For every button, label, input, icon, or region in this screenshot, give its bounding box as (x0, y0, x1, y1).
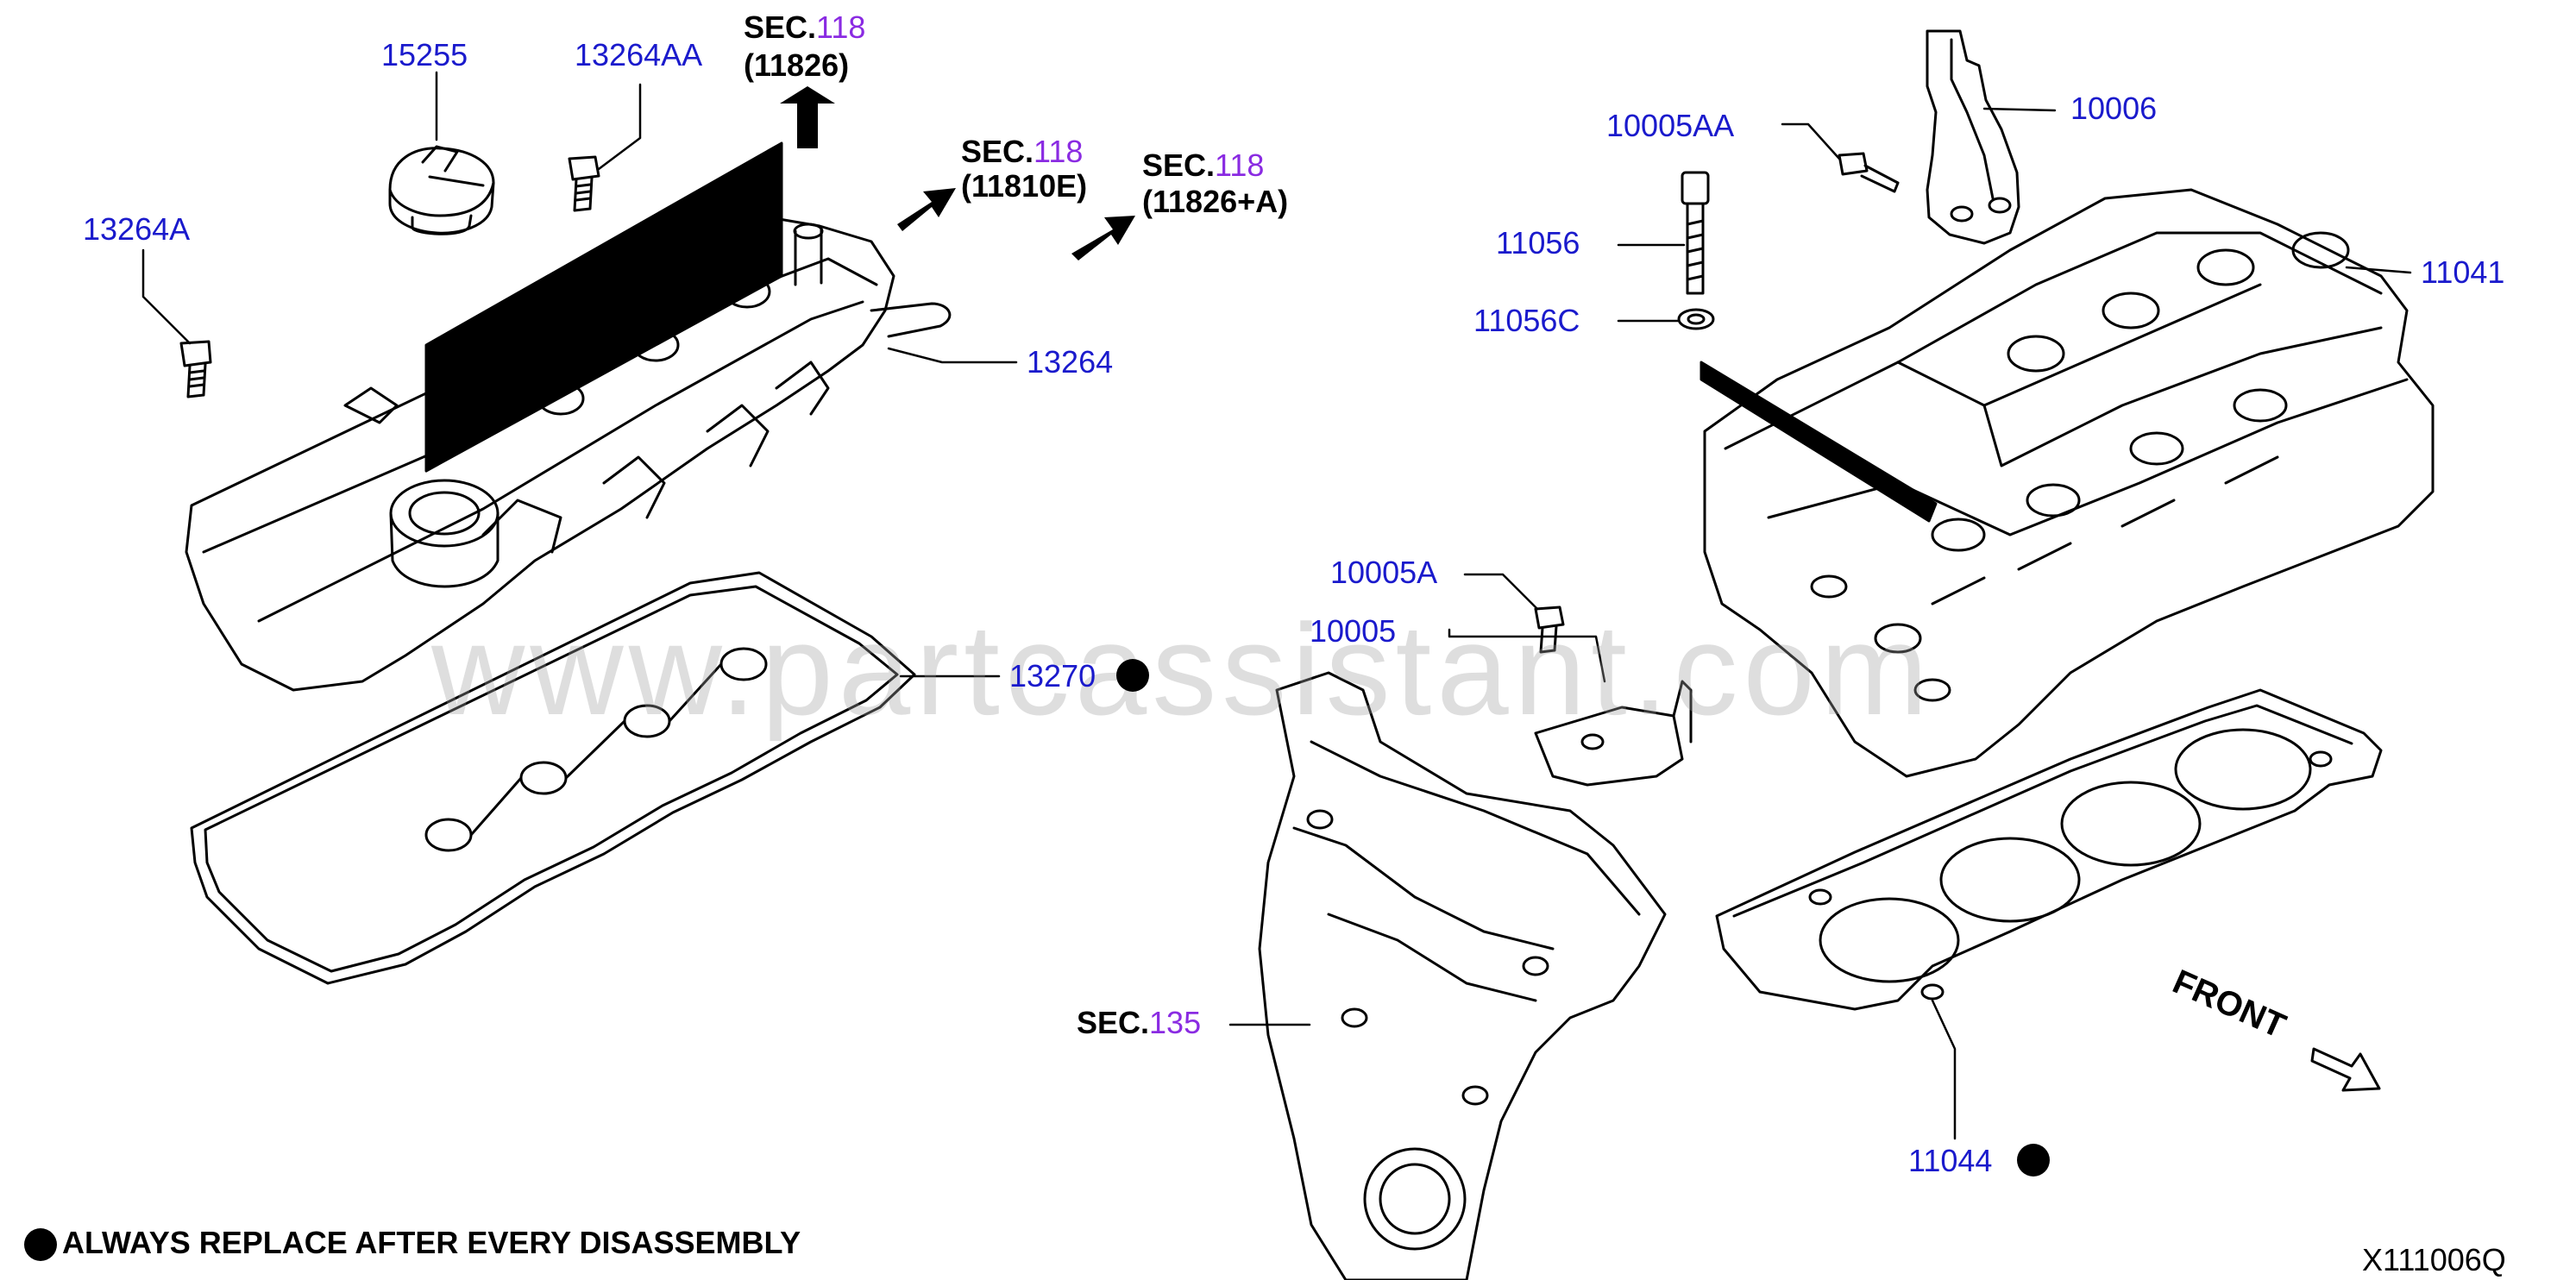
section-ref-1-prefix: SEC. (744, 9, 817, 45)
callout-wedge-rocker (424, 141, 783, 473)
oil-filler-cap-drawing (388, 145, 495, 235)
section-ref-2-prefix: SEC. (961, 134, 1034, 169)
rocker-cover-drawing (185, 214, 952, 692)
section-ref-2-number: 118 (1034, 134, 1084, 169)
section-ref-1[interactable]: SEC.118 (744, 10, 865, 45)
part-label-15255[interactable]: 15255 (381, 37, 468, 72)
part-label-11056c[interactable]: 11056C (1473, 303, 1580, 338)
section-ref-1-sub[interactable]: (11826) (744, 47, 850, 83)
replace-marker-dot-13270 (1116, 659, 1149, 692)
section-ref-3-prefix: SEC. (1142, 147, 1216, 183)
legend-marker-dot (24, 1228, 57, 1261)
section-ref-2[interactable]: SEC.118 (961, 135, 1083, 169)
diagram-code: X111006Q (2362, 1242, 2506, 1277)
cylinder-head-drawing (1703, 188, 2435, 778)
part-label-13264a[interactable]: 13264A (83, 211, 191, 247)
part-label-11044[interactable]: 11044 (1908, 1143, 1993, 1178)
part-label-11041[interactable]: 11041 (2421, 254, 2505, 290)
leader-lines-left (141, 71, 1018, 678)
bolt-10005a-drawing (1534, 605, 1565, 654)
replace-marker-dot-11044 (2017, 1144, 2050, 1176)
timing-cover-drawing (1258, 671, 1667, 1280)
front-arrow-drawing (2310, 1047, 2381, 1092)
bolt-10005aa-drawing (1838, 152, 1900, 193)
head-gasket-drawing (1715, 688, 2383, 1011)
section-ref-4-prefix: SEC. (1077, 1005, 1150, 1040)
part-label-13264aa[interactable]: 13264AA (575, 37, 703, 72)
part-label-13270[interactable]: 13270 (1009, 658, 1096, 693)
part-label-10005aa[interactable]: 10005AA (1606, 108, 1735, 143)
section-ref-1-number: 118 (816, 9, 866, 45)
leader-lines-right (1228, 107, 2412, 1140)
callout-wedge-head (1700, 361, 1938, 523)
part-label-10005[interactable]: 10005 (1310, 613, 1397, 649)
part-label-10006[interactable]: 10006 (2070, 91, 2158, 126)
part-label-10005a[interactable]: 10005A (1330, 555, 1438, 590)
section-ref-2-sub[interactable]: (11810E) (961, 168, 1088, 204)
bolt-13264aa-drawing (568, 155, 600, 212)
section-ref-4[interactable]: SEC.135 (1077, 1006, 1201, 1040)
part-label-13264[interactable]: 13264 (1027, 344, 1114, 380)
washer-11056c-drawing (1677, 308, 1715, 330)
section-ref-3-sub[interactable]: (11826+A) (1142, 184, 1289, 219)
engine-hanger-drawing (1926, 29, 2020, 245)
section-ref-3-number: 118 (1215, 147, 1265, 183)
bolt-13264a-drawing (179, 340, 212, 398)
watermark-text: www.partcassistant.com (431, 597, 1933, 742)
rocker-cover-gasket-drawing (190, 571, 916, 985)
bolt-11056-drawing (1681, 171, 1710, 295)
legend-note-text: ALWAYS REPLACE AFTER EVERY DISASSEMBLY (62, 1225, 801, 1260)
section-arrows (780, 86, 1135, 260)
section-ref-4-number: 135 (1149, 1005, 1202, 1040)
bracket-10005-drawing (1534, 680, 1693, 787)
part-label-11056[interactable]: 11056 (1496, 225, 1580, 260)
section-ref-3[interactable]: SEC.118 (1142, 148, 1264, 183)
